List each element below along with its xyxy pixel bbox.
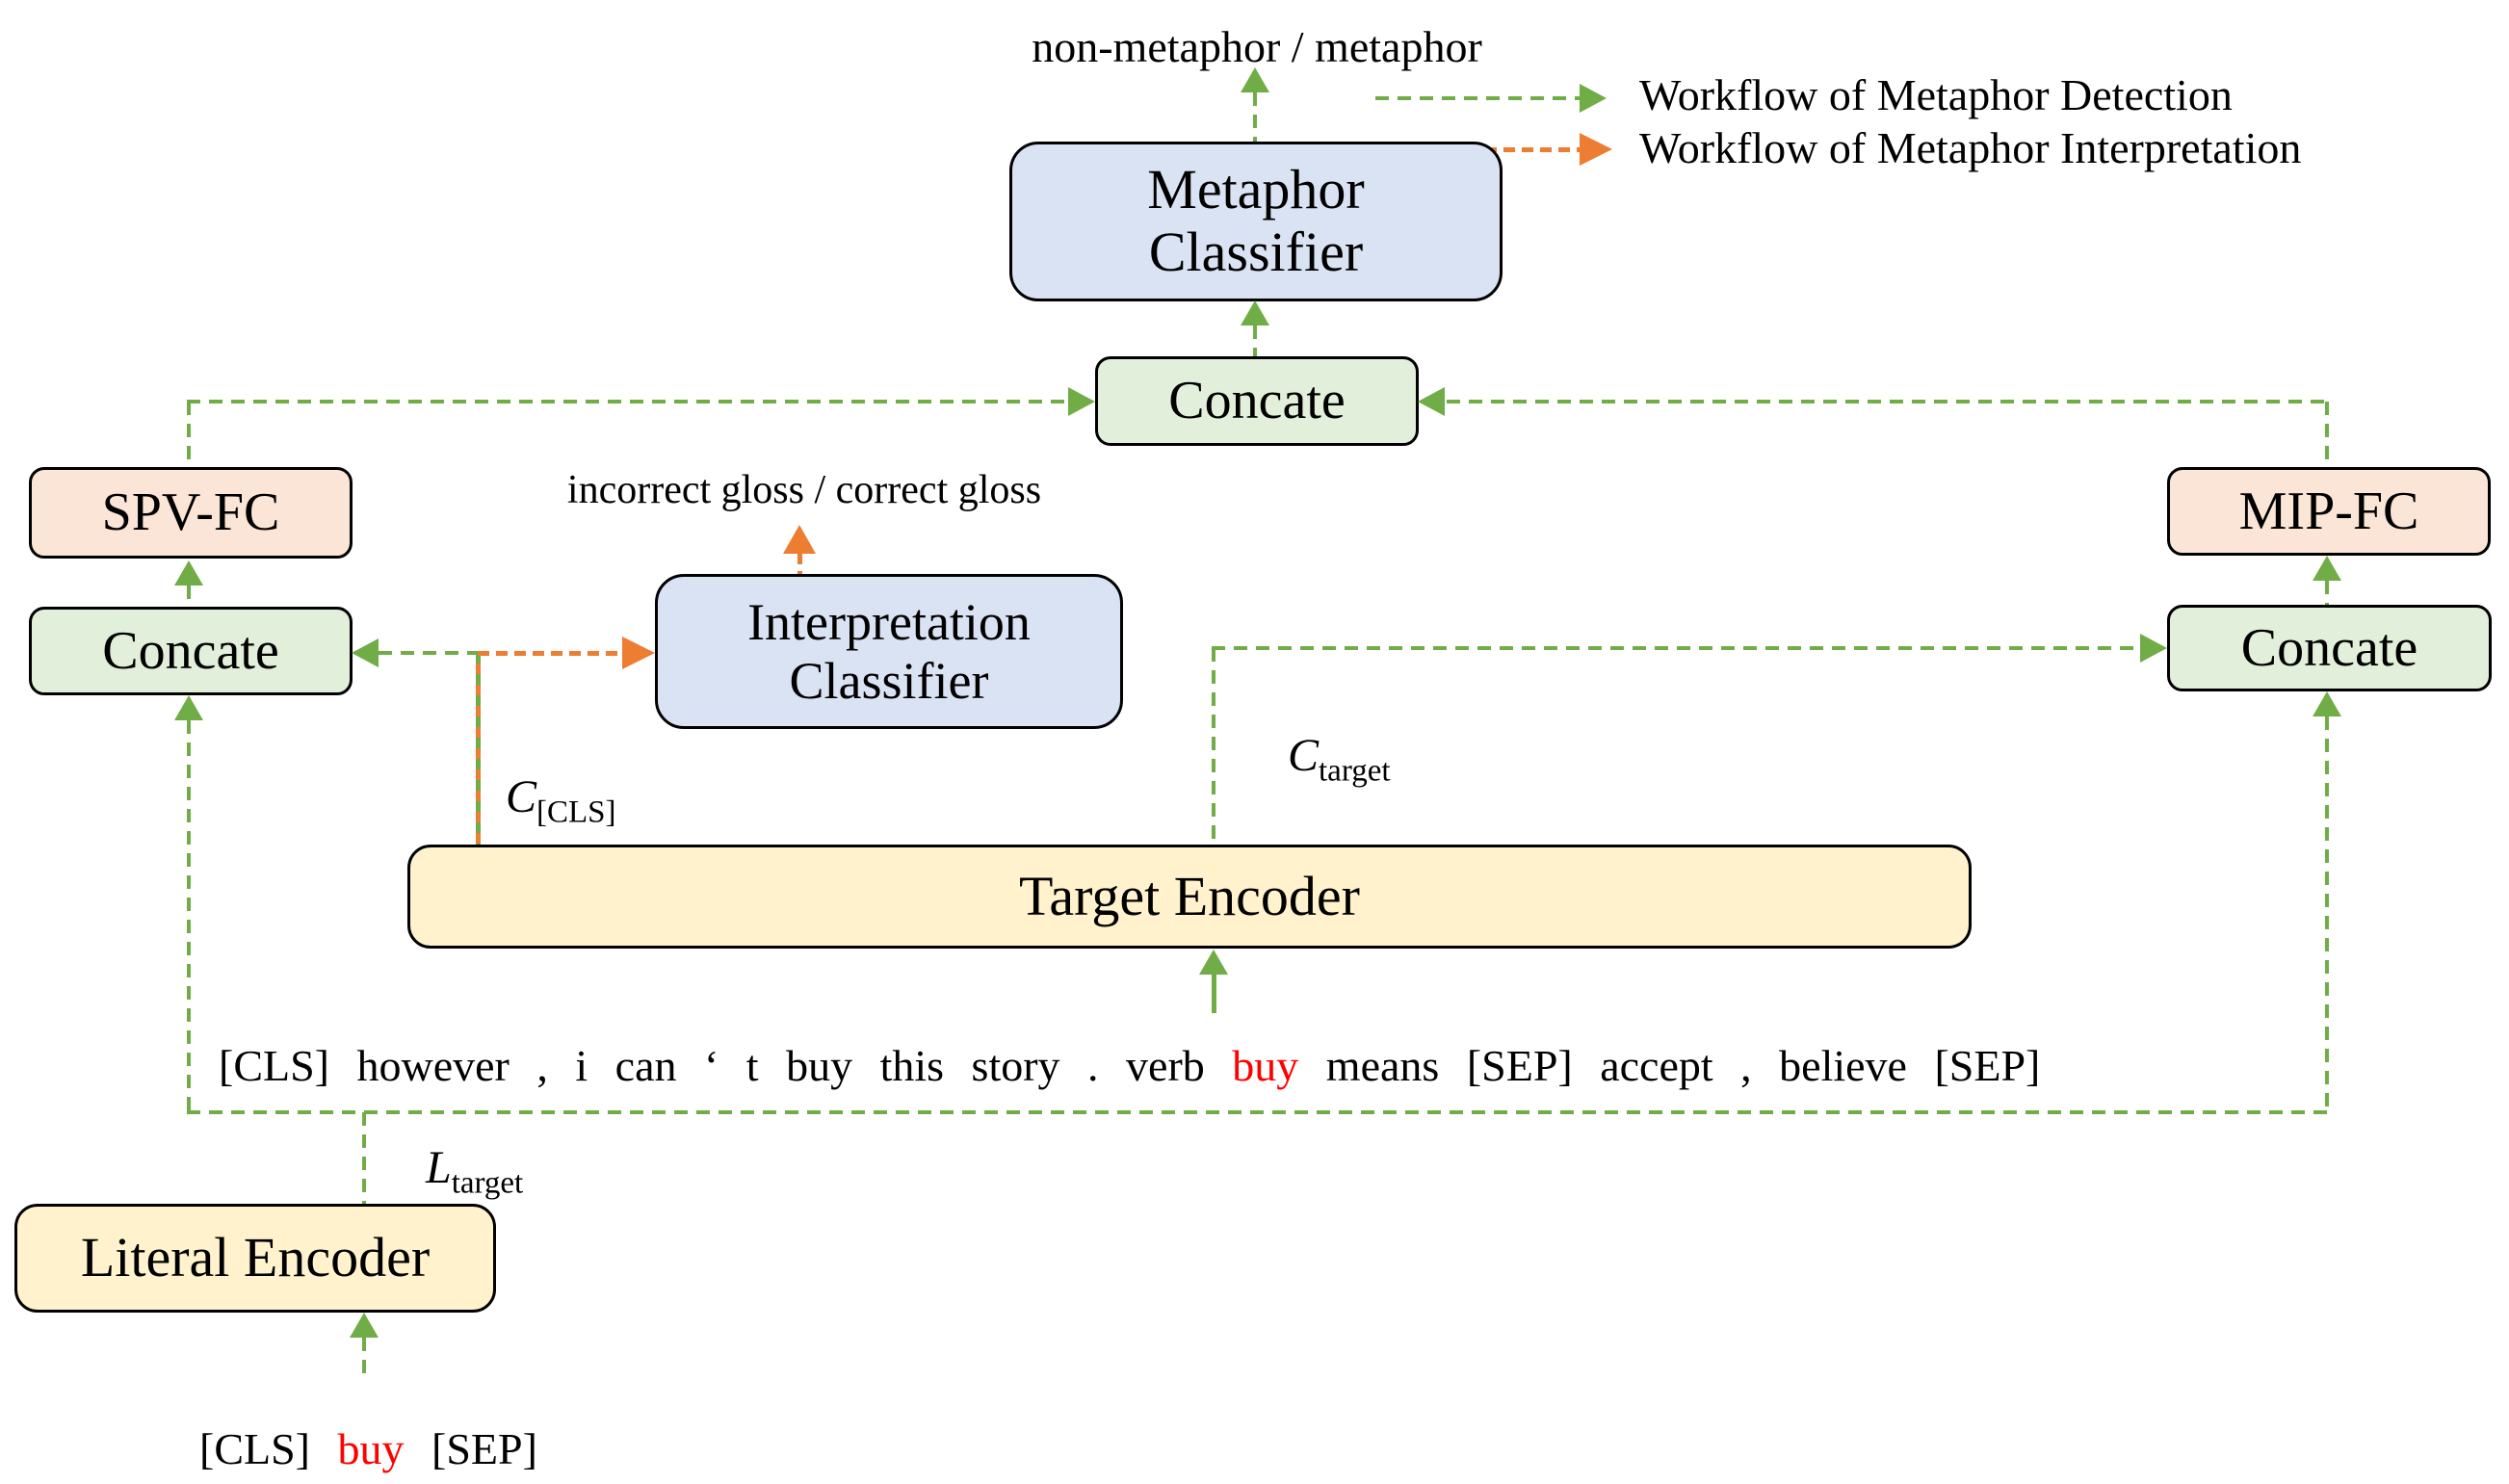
- node-literal-encoder: Literal Encoder: [14, 1204, 496, 1313]
- node-spv-fc-label: SPV-FC: [101, 482, 280, 543]
- legend-interpretation-arrowhead-icon: [1580, 133, 1612, 166]
- edge-concate-left-to-spvfc-line: [187, 586, 191, 607]
- node-interpretation-classifier-label-line2: Classifier: [789, 651, 989, 710]
- node-metaphor-classifier-label-line1: Metaphor: [1147, 158, 1365, 221]
- literal-input-after: [SEP]: [431, 1424, 537, 1473]
- edge-interpretation-to-gloss-line: [797, 553, 802, 574]
- legend-detection-arrow-line: [1375, 96, 1580, 100]
- legend-interpretation-label: Workflow of Metaphor Interpretation: [1639, 123, 2302, 172]
- node-metaphor-classifier-label-line2: Classifier: [1148, 221, 1364, 283]
- node-mip-fc-label: MIP-FC: [2238, 481, 2419, 541]
- node-target-encoder-label: Target Encoder: [1019, 864, 1360, 927]
- node-interpretation-classifier-label-line1: Interpretation: [747, 593, 1031, 652]
- output-label-metaphor: non-metaphor / metaphor: [1032, 22, 1482, 71]
- node-target-encoder: Target Encoder: [407, 845, 1972, 949]
- node-concate-left-label: Concate: [102, 620, 279, 681]
- edge-ccls-to-interpretation-line: [478, 651, 628, 656]
- edge-spvfc-to-concate-top-arrowhead-icon: [1068, 387, 1095, 416]
- edge-spvfc-up-line: [187, 402, 191, 467]
- node-mip-fc: MIP-FC: [2167, 467, 2491, 556]
- node-concate-top: Concate: [1095, 356, 1419, 446]
- edge-ctarget-to-concate-right-line: [1212, 646, 2140, 650]
- edge-ltarget-rail-line: [187, 1110, 2329, 1114]
- edge-label-l-target: Ltarget: [426, 1141, 523, 1202]
- edge-literal-input-to-encoder-line: [362, 1338, 366, 1382]
- legend-detection-label: Workflow of Metaphor Detection: [1639, 70, 2233, 119]
- edge-ccls-shared-line: [476, 653, 481, 845]
- output-label-gloss: incorrect gloss / correct gloss: [566, 468, 1042, 512]
- node-concate-left: Concate: [29, 607, 353, 695]
- node-concate-right: Concate: [2167, 605, 2492, 691]
- target-input-red-word: buy: [1232, 1041, 1299, 1090]
- edge-mipfc-to-concate-top-line: [1447, 400, 2327, 404]
- node-spv-fc: SPV-FC: [29, 467, 353, 559]
- edge-label-c-cls-sub: [CLS]: [536, 794, 616, 830]
- node-concate-right-label: Concate: [2240, 617, 2418, 678]
- edge-ccls-to-concate-left-line: [379, 651, 478, 655]
- edge-label-c-target: Ctarget: [1288, 729, 1391, 790]
- edge-rail-to-concate-left-line: [187, 720, 191, 1112]
- node-concate-top-label: Concate: [1168, 371, 1346, 431]
- edge-concate-to-classifier-arrowhead-icon: [1241, 300, 1269, 325]
- edge-label-l-target-sub: target: [451, 1165, 524, 1201]
- edge-rail-to-concate-left-arrowhead-icon: [174, 695, 203, 720]
- edge-label-c-target-sub: target: [1319, 753, 1391, 789]
- edge-ctarget-to-concate-right-arrowhead-icon: [2140, 634, 2167, 663]
- edge-literal-encoder-to-rail-line: [362, 1112, 366, 1204]
- edge-label-l-target-main: L: [426, 1142, 452, 1193]
- literal-input-sequence: [CLS] buy [SEP]: [199, 1423, 537, 1474]
- edge-mipfc-to-concate-top-arrowhead-icon: [1418, 387, 1445, 416]
- edge-mipfc-up-line: [2325, 402, 2329, 467]
- literal-input-before: [CLS]: [199, 1424, 310, 1473]
- edge-rail-to-concate-right-line: [2325, 716, 2329, 1112]
- edge-label-c-target-main: C: [1288, 730, 1320, 781]
- edge-label-c-cls: C[CLS]: [506, 770, 616, 831]
- edge-classifier-to-output-line: [1253, 92, 1257, 142]
- target-input-after: means [SEP] accept , believe [SEP]: [1325, 1041, 2041, 1090]
- edge-ccls-to-concate-left-arrowhead-icon: [352, 638, 379, 667]
- edge-concate-right-to-mipfc-line: [2325, 581, 2329, 605]
- target-input-sequence: [CLS] however , i can ‘ t buy this story…: [219, 1040, 2040, 1091]
- node-literal-encoder-label: Literal Encoder: [80, 1226, 431, 1289]
- legend-detection-arrowhead-icon: [1580, 84, 1607, 113]
- edge-target-input-to-encoder-line: [1212, 975, 1216, 1013]
- edge-interpretation-to-gloss-arrowhead-icon: [783, 525, 816, 554]
- node-interpretation-classifier: Interpretation Classifier: [655, 574, 1123, 729]
- edge-concate-to-classifier-line: [1253, 325, 1257, 356]
- node-metaphor-classifier: Metaphor Classifier: [1009, 142, 1503, 301]
- edge-ccls-to-interpretation-arrowhead-icon: [622, 637, 655, 669]
- edge-concate-right-to-mipfc-arrowhead-icon: [2313, 556, 2341, 581]
- literal-input-red-word: buy: [337, 1424, 405, 1473]
- edge-rail-to-concate-right-arrowhead-icon: [2313, 691, 2341, 716]
- edge-literal-input-to-encoder-arrowhead-icon: [350, 1313, 379, 1338]
- edge-target-input-to-encoder-arrowhead-icon: [1199, 950, 1228, 975]
- edge-ctarget-up-line: [1212, 648, 1215, 845]
- edge-spvfc-to-concate-top-line: [187, 400, 1069, 404]
- edge-concate-left-to-spvfc-arrowhead-icon: [174, 560, 203, 586]
- edge-classifier-to-output-arrowhead-icon: [1241, 67, 1269, 92]
- edge-label-c-cls-main: C: [506, 771, 537, 822]
- target-input-before: [CLS] however , i can ‘ t buy this story…: [219, 1041, 1205, 1090]
